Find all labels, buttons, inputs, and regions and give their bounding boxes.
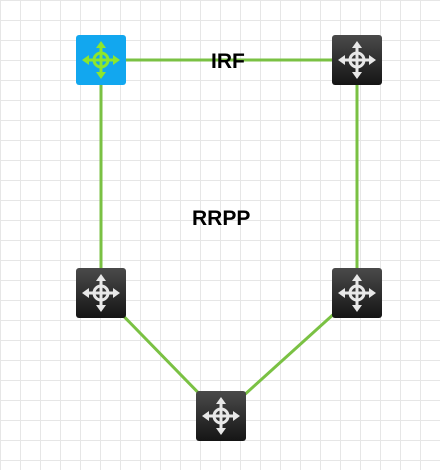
switch-top-left[interactable]	[76, 35, 126, 85]
links-layer	[99, 58, 359, 418]
irf-label: IRF	[211, 50, 245, 73]
switch-middle-right[interactable]	[332, 268, 382, 318]
nodes-layer	[76, 35, 382, 441]
switch-bottom[interactable]	[196, 391, 246, 441]
rrpp-label: RRPP	[192, 207, 251, 230]
switch-top-right[interactable]	[332, 35, 382, 85]
switch-middle-left[interactable]	[76, 268, 126, 318]
